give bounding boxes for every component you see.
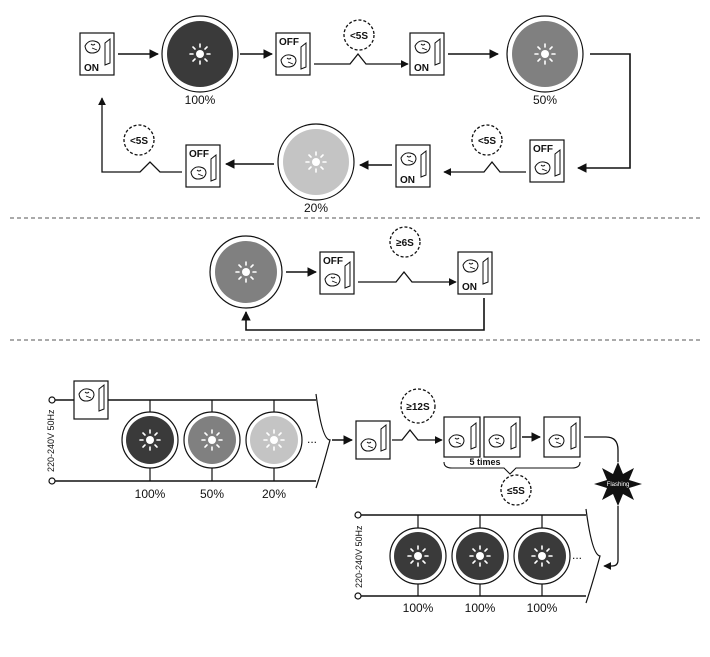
percent-label: 100%: [527, 601, 558, 615]
section-memory-reset: OFF ≥6S ON: [209, 226, 493, 331]
switch-on-4: ON: [457, 251, 493, 295]
lamp-20-2: 20%: [245, 411, 303, 501]
timer-label: ≥12S: [406, 402, 430, 413]
timer-under-5s-2: <5S: [443, 124, 526, 176]
percent-label: 50%: [533, 93, 557, 107]
switch-off-4: OFF: [319, 251, 355, 295]
switch-off-3: OFF: [185, 144, 221, 188]
lamp-50-2: [209, 235, 283, 309]
switch-press-1: [355, 420, 391, 460]
switch-label: ON: [84, 63, 99, 74]
switch-wall: [73, 380, 109, 420]
timer-over-6s: ≥6S: [358, 226, 457, 286]
sun-icon: [534, 43, 556, 65]
switch-toggle-c: [543, 416, 581, 458]
sun-icon: [263, 429, 285, 451]
timer-under-5s-1: <5S: [314, 19, 409, 68]
lamp-50-1: 50%: [506, 15, 584, 107]
switch-label: OFF: [189, 149, 209, 160]
sun-icon: [469, 545, 491, 567]
switch-label: ON: [462, 282, 477, 293]
flashing-burst-icon: Flashing: [594, 462, 642, 506]
switch-toggle-b: [483, 416, 521, 458]
voltage-label: 220-240V 50Hz: [46, 409, 56, 472]
sun-icon: [189, 43, 211, 65]
switch-off-1: OFF: [275, 32, 311, 76]
sun-icon: [531, 545, 553, 567]
switch-on-2: ON: [409, 32, 445, 76]
switch-label: ON: [414, 63, 429, 74]
sun-icon: [235, 261, 257, 283]
voltage-label: 220-240V 50Hz: [354, 525, 364, 588]
switch-on-3: ON: [395, 144, 431, 188]
percent-label: 50%: [200, 487, 224, 501]
switch-label: OFF: [323, 256, 343, 267]
sun-icon: [305, 151, 327, 173]
timer-under-5s-4: ≤5S: [500, 474, 532, 506]
percent-label: 100%: [135, 487, 166, 501]
lamp-50-3: 50%: [183, 411, 241, 501]
switch-on-1: ON: [79, 32, 115, 76]
timer-under-5s-3: <5S: [98, 97, 182, 173]
timer-label: ≥6S: [396, 238, 414, 249]
timer-over-12s: ≥12S: [392, 388, 443, 444]
sun-icon: [201, 429, 223, 451]
switch-label: ON: [400, 175, 415, 186]
flashing-label: Flashing: [607, 482, 630, 488]
ellipsis: ...: [572, 548, 582, 562]
timer-label: <5S: [350, 31, 368, 42]
percent-label: 20%: [304, 201, 328, 215]
lamp-20-1: 20%: [277, 123, 355, 215]
percent-label: 100%: [465, 601, 496, 615]
lamp-100-2: 100%: [121, 411, 179, 501]
percent-label: 20%: [262, 487, 286, 501]
switch-label: OFF: [279, 37, 299, 48]
lamp-100-4: 100%: [451, 527, 509, 615]
sun-icon: [139, 429, 161, 451]
ellipsis: ...: [307, 432, 317, 446]
section-sync-reset: 220-240V 50Hz 100% 50%: [46, 380, 642, 615]
lamp-100-3: 100%: [389, 527, 447, 615]
lamp-100-1: 100%: [161, 15, 239, 107]
timer-label: <5S: [478, 136, 496, 147]
repeat-label: 5 times: [469, 457, 500, 467]
timer-label: ≤5S: [507, 486, 525, 497]
percent-label: 100%: [185, 93, 216, 107]
section-step-dimming: ON 100% OFF <5S ON: [79, 15, 631, 215]
percent-label: 100%: [403, 601, 434, 615]
lamp-100-5: 100%: [513, 527, 571, 615]
switch-label: OFF: [533, 144, 553, 155]
timer-label: <5S: [130, 136, 148, 147]
switch-off-2: OFF: [529, 139, 565, 183]
switch-toggle-a: [443, 416, 481, 458]
sun-icon: [407, 545, 429, 567]
